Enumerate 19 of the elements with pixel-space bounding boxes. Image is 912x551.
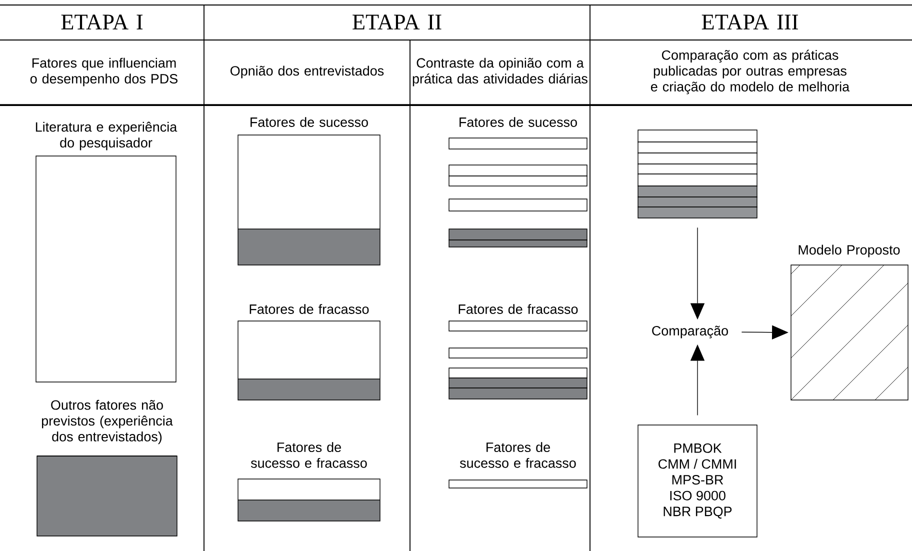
stage-heading: ETAPA II — [352, 14, 442, 30]
column-heading: Contraste da opinião com a prática das atividades diárias — [412, 58, 588, 86]
stage-heading: ETAPA I — [61, 14, 143, 30]
box-caption: Fatores de sucesso — [460, 117, 577, 127]
box-caption: Fatores de sucesso e fracasso — [250, 442, 367, 468]
box-caption: Literatura e experiência do pesquisador — [36, 122, 178, 150]
standards-box: PMBOK CMM / CMMI MPS-BR ISO 9000 NBR PBQP — [638, 424, 758, 538]
box-caption: Modelo Proposto — [798, 244, 900, 258]
column-heading: Comparação com as práticas publicadas por outras empresas e criação do modelo de melhoria — [650, 50, 850, 94]
box-caption: Fatores de fracasso — [250, 304, 369, 314]
column-heading: Opnião dos entrevistados — [230, 66, 384, 78]
box-caption: Fatores de sucesso e fracasso — [460, 442, 576, 468]
box-caption: Fatores de fracasso — [458, 304, 578, 314]
box-caption: Fatores de sucesso — [250, 117, 368, 127]
stacked-bars — [638, 130, 758, 218]
process-label: Comparação — [652, 326, 728, 338]
stage-heading: ETAPA III — [702, 14, 798, 30]
column-heading: Fatores que influenciam o desempenho dos PDS — [30, 58, 178, 86]
box-caption: Outros fatores não previstos (experiência dos entrevistados) — [42, 400, 173, 444]
